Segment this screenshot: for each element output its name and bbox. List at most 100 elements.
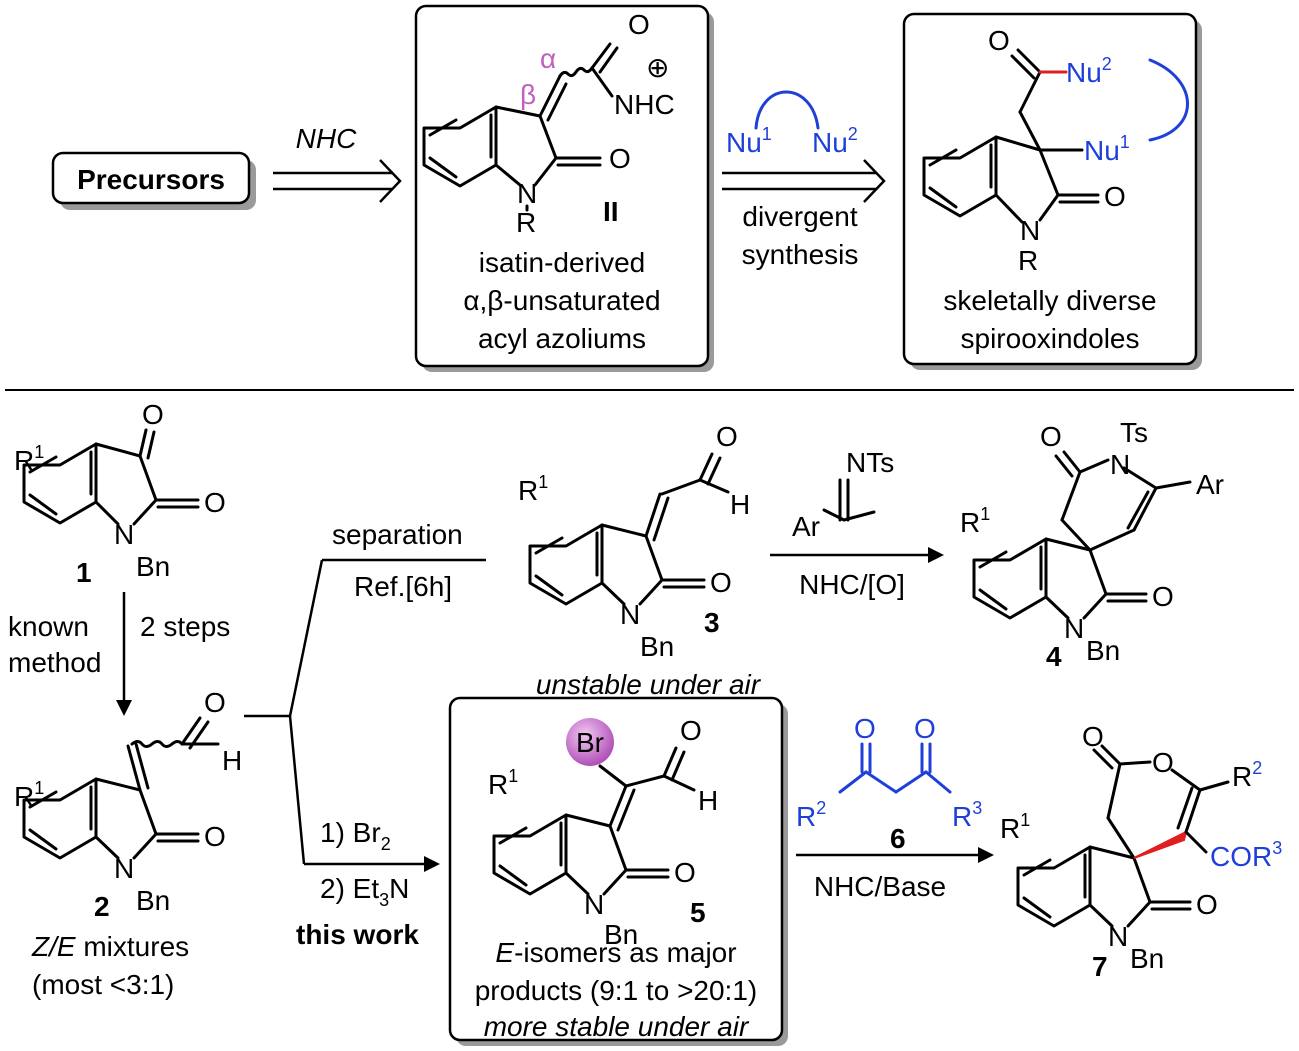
nitrogen: N <box>517 178 537 209</box>
acyl-oxygen: O <box>628 9 650 40</box>
bromination-step: 1) Br2 <box>320 817 391 854</box>
nu2-label: Nu2 <box>812 124 858 158</box>
benzyl-group: Bn <box>640 631 674 662</box>
ring-oxygen: O <box>1152 747 1174 778</box>
lactam-oxygen: O <box>204 487 226 518</box>
precursors-label: Precursors <box>77 164 225 195</box>
branch-arrows: separation Ref.[6h] 1) Br2 2) Et3N this … <box>244 519 486 950</box>
compound-3: R1 O H O N Bn 3 unstable under air <box>518 421 762 700</box>
r1-label: R1 <box>518 472 548 506</box>
compound-label-3: 3 <box>704 607 720 638</box>
lactam-oxygen: O <box>1196 889 1218 920</box>
arrow-3-to-4: NTs Ar NHC/[O] <box>770 447 944 600</box>
lactone-carbonyl-oxygen: O <box>1082 721 1104 752</box>
nitrogen: N <box>584 889 604 920</box>
plus-charge: ⊕ <box>646 52 669 83</box>
nitrogen: N <box>114 519 134 550</box>
divergent-label: divergent <box>742 201 857 232</box>
benzyl-group: Bn <box>604 919 638 950</box>
intermediate-box <box>414 4 714 372</box>
compound-2: R1 O H O N Bn 2 Z/E mixtures (most <3:1) <box>14 687 242 1000</box>
beta-label: β <box>520 79 536 110</box>
compound-7: R1 O O R2 COR3 O N Bn 7 <box>1000 721 1282 982</box>
tosyl-group: Ts <box>1120 417 1148 448</box>
arrow-5-to-7: O O R2 R3 6 NHC/Base <box>796 713 994 902</box>
this-work-label: this work <box>296 919 419 950</box>
compound-label-ii: II <box>603 196 619 227</box>
nitrogen: N <box>620 599 640 630</box>
aryl-group: Ar <box>1196 469 1224 500</box>
r1-label: R1 <box>960 504 990 538</box>
compound-label-6: 6 <box>890 823 906 854</box>
compound-label-7: 7 <box>1092 951 1108 982</box>
nitrogen: N <box>114 853 134 884</box>
intermediate-caption-3: acyl azoliums <box>478 323 646 354</box>
r1-label: R1 <box>488 766 518 800</box>
lactam-oxygen: O <box>674 857 696 888</box>
intermediate-caption-2: α,β-unsaturated <box>463 285 660 316</box>
aldehyde-hydrogen: H <box>730 489 750 520</box>
r1-label: R1 <box>1000 810 1030 844</box>
lactam-oxygen: O <box>1104 181 1126 212</box>
e-isomer-caption: E-isomers as major <box>495 937 736 968</box>
ketone-oxygen-2: O <box>914 713 936 744</box>
synthesis-label: synthesis <box>742 239 859 270</box>
intermediate-caption-1: isatin-derived <box>479 247 646 278</box>
benzyl-group: Bn <box>136 885 170 916</box>
divergent-arrow: Nu1 Nu2 divergent synthesis <box>722 90 886 270</box>
spirooxindole-structure: O Nu2 Nu1 O N R <box>922 25 1189 276</box>
ratio-caption: (most <3:1) <box>32 969 174 1000</box>
carbonyl-oxygen: O <box>988 25 1010 56</box>
compound-label-1: 1 <box>76 557 92 588</box>
compound-label-5: 5 <box>690 897 706 928</box>
benzyl-group: Bn <box>136 551 170 582</box>
r2-label: R2 <box>796 798 826 832</box>
r1-label: R1 <box>14 778 44 812</box>
tosylimine-label: NTs <box>846 447 894 478</box>
intermediate-ii-structure: O ⊕ NHC α β O N R II <box>422 9 675 238</box>
nhc-oxidant-label: NHC/[O] <box>799 569 905 600</box>
r-group: R <box>516 207 536 238</box>
aldehyde-hydrogen: H <box>698 785 718 816</box>
acyl-substituent: COR3 <box>1210 838 1282 872</box>
aldehyde-oxygen: O <box>204 687 226 718</box>
nu2-product: Nu2 <box>1066 54 1112 88</box>
r-group: R <box>1018 245 1038 276</box>
r3-label: R3 <box>952 798 982 832</box>
two-steps-label: 2 steps <box>140 611 230 642</box>
product-caption-2: spirooxindoles <box>961 323 1140 354</box>
compound-label-4: 4 <box>1046 641 1062 672</box>
lactam-oxygen: O <box>204 821 226 852</box>
bromine-label: Br <box>576 727 604 758</box>
benzyl-group: Bn <box>1086 635 1120 666</box>
nhc-arrow-label: NHC <box>296 123 357 154</box>
compound-4: R1 O N Ts Ar O N Bn 4 <box>960 417 1224 672</box>
bromine-atom <box>566 718 614 766</box>
selectivity-caption: products (9:1 to >20:1) <box>475 975 758 1006</box>
ring-closure-arc <box>1148 58 1189 142</box>
r2-product-label: R2 <box>1232 758 1262 792</box>
compound-label-2: 2 <box>94 891 110 922</box>
z-e-mixtures-caption: Z/E mixtures <box>31 931 189 962</box>
reference-label: Ref.[6h] <box>354 571 452 602</box>
known-label: known <box>8 611 89 642</box>
r1-label: R1 <box>14 442 44 476</box>
nitrogen: N <box>1064 613 1084 644</box>
elimination-step: 2) Et3N <box>320 873 409 910</box>
nucleophile-arc <box>754 90 820 130</box>
stability-caption: more stable under air <box>484 1011 750 1042</box>
arrow-1-to-2: known method 2 steps <box>8 592 230 716</box>
lactam-oxygen: O <box>710 567 732 598</box>
aldehyde-oxygen: O <box>680 715 702 746</box>
product-box <box>902 12 1202 370</box>
product-caption-1: skeletally diverse <box>943 285 1156 316</box>
precursors-box: Precursors <box>51 151 256 210</box>
compound-1: R1 O O N Bn 1 <box>14 399 226 588</box>
ketone-oxygen: O <box>142 399 164 430</box>
nhc-arrow: NHC <box>273 123 402 203</box>
lactam-oxygen: O <box>609 143 631 174</box>
aldehyde-oxygen: O <box>716 421 738 452</box>
nitrogen: N <box>1020 215 1040 246</box>
lactam-oxygen-top: O <box>1040 421 1062 452</box>
